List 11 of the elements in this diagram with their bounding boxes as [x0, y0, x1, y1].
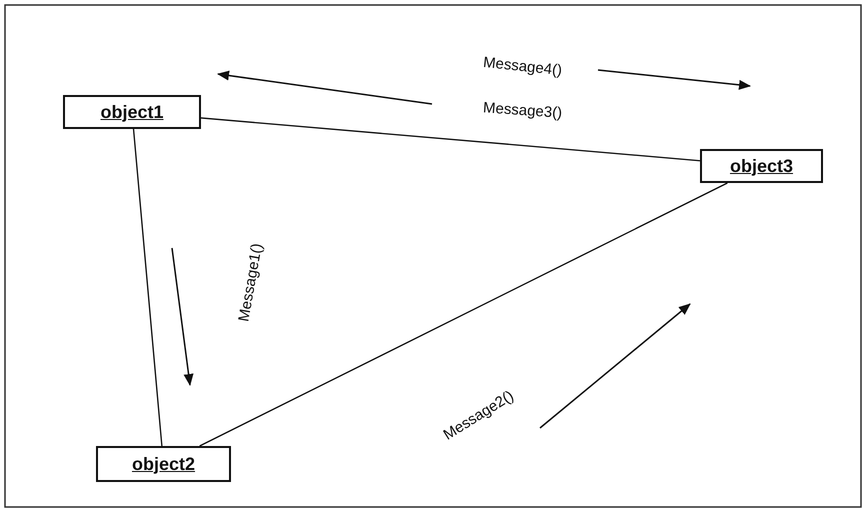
message-label: Message4() [482, 53, 562, 79]
object-name: object1 [100, 102, 164, 122]
message-label: Message3() [482, 98, 562, 122]
object-name: object3 [730, 156, 794, 176]
object-box [96, 446, 231, 482]
object-name: object2 [132, 454, 196, 474]
link-line [132, 128, 163, 446]
link-line [199, 182, 728, 447]
object-box [63, 95, 201, 129]
link-line [200, 117, 700, 162]
object-box [700, 149, 823, 183]
